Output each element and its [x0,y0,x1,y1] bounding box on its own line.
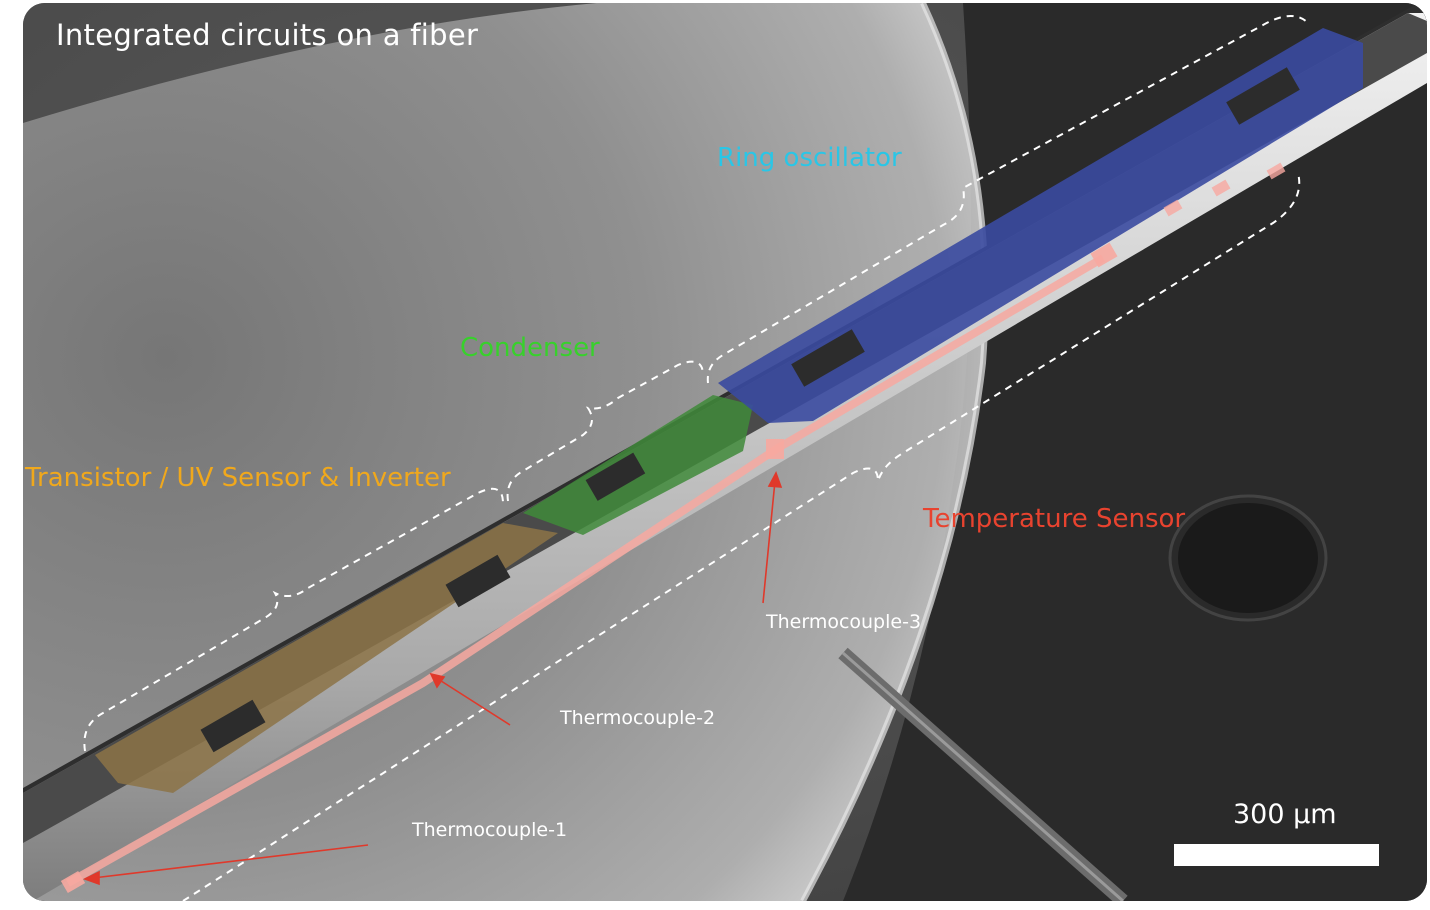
circuit-pad [791,329,865,387]
rod-highlight [842,651,1124,901]
bracket-ring-oscillator [706,15,1309,384]
thermocouple-trace [66,254,1106,887]
figure-title: Integrated circuits on a fiber [56,18,479,52]
label-transistor: Transistor / UV Sensor & Inverter [25,463,451,493]
arrow-thermocouple-1 [92,844,369,879]
arrowhead-thermocouple-1 [82,870,100,886]
arrowhead-thermocouple-3 [767,471,783,488]
bracket-condenser [506,360,704,502]
circuit-pad [585,452,646,501]
bracket-transistor [83,487,504,752]
arrow-thermocouple-3 [762,480,776,604]
debris-blob [1178,503,1318,613]
label-temperature-sensor: Temperature Sensor [923,504,1186,534]
circuit-pad [200,699,266,753]
label-ring-oscillator: Ring oscillator [717,143,902,173]
sem-micrograph [23,3,1427,901]
thermocouple-pad [60,870,86,894]
scale-bar-label: 300 μm [1233,799,1337,830]
thermocouple-pad [1090,242,1118,268]
ring-oscillator-region [718,28,1363,423]
thermocouple-pad [1163,199,1183,217]
label-thermocouple-1: Thermocouple-1 [412,819,568,841]
arrowhead-thermocouple-2 [429,672,446,689]
arrow-thermocouple-2 [437,678,511,726]
debris-blob-rim [1168,494,1328,622]
label-thermocouple-3: Thermocouple-3 [766,611,922,633]
sem-image-frame: Integrated circuits on a fiber Ring osci… [23,3,1427,901]
sphere-edge-highlight [800,3,989,901]
label-condenser: Condenser [460,333,600,363]
scale-bar [1174,844,1379,866]
bracket-temperature-sensor [182,172,1301,901]
thermocouple-pad [766,439,784,459]
thermocouple-pad [1266,162,1286,180]
label-thermocouple-2: Thermocouple-2 [560,707,716,729]
circuit-pad [1226,67,1300,125]
thermocouple-pad [1211,179,1231,197]
circuit-pad [445,554,511,608]
